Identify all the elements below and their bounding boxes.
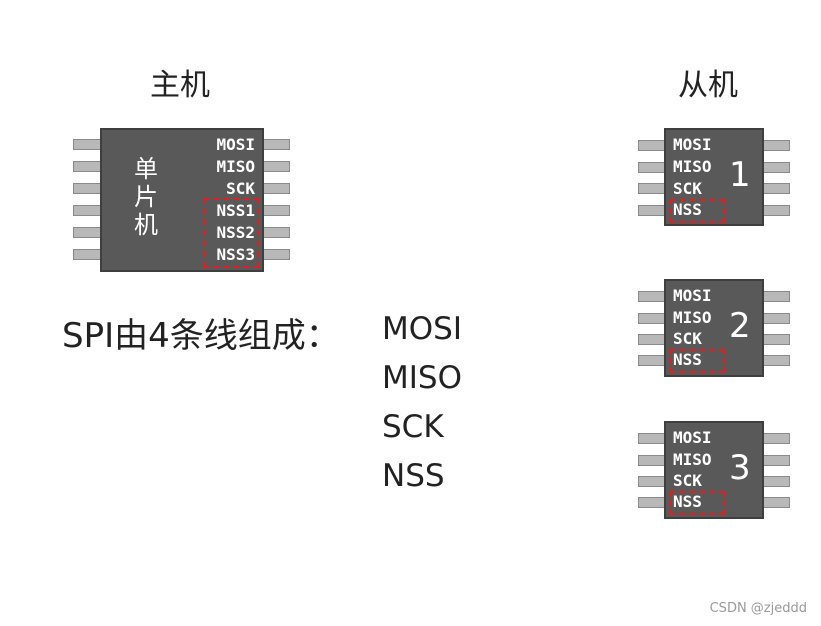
slave-pin-label: NSS — [673, 200, 702, 219]
master-left-pin — [73, 183, 101, 194]
signal-nss: NSS — [382, 458, 445, 494]
slave-left-pin — [638, 205, 666, 216]
slave-left-pin — [638, 433, 666, 444]
slave-nss-highlight — [669, 199, 725, 223]
slave-right-pin — [762, 291, 790, 302]
master-right-pin — [262, 205, 290, 216]
slave-left-pin — [638, 497, 666, 508]
master-pin-label: NSS2 — [216, 223, 255, 242]
slave-left-pin — [638, 355, 666, 366]
slave-right-pin — [762, 433, 790, 444]
slave-left-pin — [638, 334, 666, 345]
slave-pin-label: SCK — [673, 471, 702, 490]
master-left-pin — [73, 205, 101, 216]
slave-right-pin — [762, 455, 790, 466]
master-heading: 主机 — [150, 68, 210, 103]
master-nss-highlight — [203, 198, 260, 268]
slave-right-pin — [762, 313, 790, 324]
master-chip — [100, 128, 264, 272]
master-right-pin — [262, 139, 290, 150]
slave-right-pin — [762, 140, 790, 151]
master-right-pin — [262, 227, 290, 238]
slave-pin-label: MOSI — [673, 286, 712, 305]
slave-right-pin — [762, 497, 790, 508]
slave-heading: 从机 — [678, 68, 738, 103]
master-right-pin — [262, 249, 290, 260]
slave-nss-highlight — [669, 491, 725, 515]
slave-left-pin — [638, 455, 666, 466]
spi-description: SPI由4条线组成： — [62, 316, 340, 356]
slave-right-pin — [762, 355, 790, 366]
slave-pin-label: MISO — [673, 450, 712, 469]
master-left-pin — [73, 161, 101, 172]
slave-right-pin — [762, 334, 790, 345]
slave-left-pin — [638, 162, 666, 173]
slave-left-pin — [638, 183, 666, 194]
slave-pin-label: NSS — [673, 492, 702, 511]
watermark: CSDN @zjeddd — [709, 601, 807, 616]
slave-left-pin — [638, 476, 666, 487]
slave-pin-label: NSS — [673, 350, 702, 369]
master-chip-text: 片 — [134, 183, 158, 211]
slave-left-pin — [638, 140, 666, 151]
master-chip-text: 单 — [134, 155, 158, 183]
slave-nss-highlight — [669, 349, 725, 373]
master-right-pin — [262, 161, 290, 172]
master-pin-label: NSS3 — [216, 245, 255, 264]
master-right-pin — [262, 183, 290, 194]
slave-right-pin — [762, 183, 790, 194]
slave-left-pin — [638, 313, 666, 324]
master-pin-label: MISO — [216, 157, 255, 176]
slave-chip — [664, 128, 764, 226]
slave-pin-label: MISO — [673, 157, 712, 176]
master-chip-text: 机 — [134, 211, 158, 239]
slave-pin-label: MOSI — [673, 428, 712, 447]
master-pin-label: MOSI — [216, 135, 255, 154]
slave-number: 2 — [729, 306, 751, 346]
slave-left-pin — [638, 291, 666, 302]
master-left-pin — [73, 139, 101, 150]
slave-chip — [664, 421, 764, 519]
master-left-pin — [73, 249, 101, 260]
slave-pin-label: MOSI — [673, 135, 712, 154]
signal-sck: SCK — [382, 409, 444, 445]
slave-right-pin — [762, 476, 790, 487]
signal-mosi: MOSI — [382, 311, 462, 347]
slave-chip — [664, 279, 764, 377]
master-left-pin — [73, 227, 101, 238]
slave-right-pin — [762, 162, 790, 173]
slave-pin-label: SCK — [673, 179, 702, 198]
master-pin-label: NSS1 — [216, 201, 255, 220]
master-pin-label: SCK — [226, 179, 255, 198]
slave-pin-label: MISO — [673, 308, 712, 327]
signal-miso: MISO — [382, 360, 462, 396]
slave-number: 3 — [729, 448, 751, 488]
slave-pin-label: SCK — [673, 329, 702, 348]
slave-right-pin — [762, 205, 790, 216]
slave-number: 1 — [729, 155, 751, 195]
